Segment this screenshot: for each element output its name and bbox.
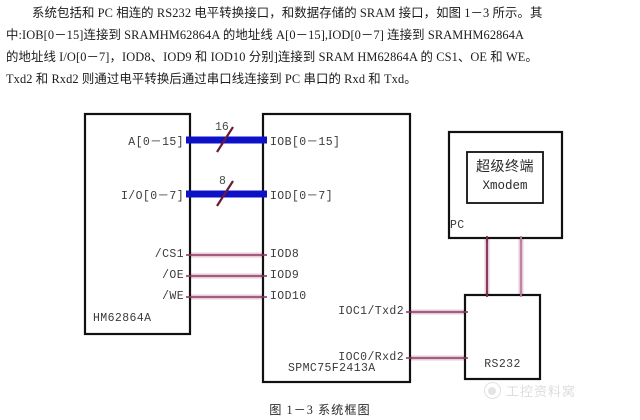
watermark-text: 工控资料窝 xyxy=(506,384,577,399)
wire-stubs xyxy=(186,136,522,359)
figure-caption: 图 1－3 系统框图 xyxy=(269,403,371,417)
paragraph-line: 系统包括和 PC 相连的 RS232 电平转换接口，和数据存储的 SRAM 接口… xyxy=(6,2,636,24)
wire-group-pc-serial xyxy=(484,238,524,295)
pin-label-sram-data: I/O[0－7] xyxy=(120,190,184,203)
terminal-protocol: Xmodem xyxy=(482,179,528,193)
bus-width-label-data: 8 xyxy=(219,175,226,188)
block-rs232 xyxy=(463,293,542,381)
watermark: 工控资料窝 xyxy=(484,381,576,400)
bus-width-label-address: 16 xyxy=(215,121,229,134)
pin-label-mcu-ioc1-txd2: IOC1/Txd2 xyxy=(338,305,404,318)
pin-label-mcu-iod: IOD[0－7] xyxy=(270,190,334,203)
paragraph-line-text: 的地址线 I/O[0－7]，IOD8、IOD9 和 IOD10 分别]连接到 S… xyxy=(6,50,538,64)
block-sram xyxy=(83,112,192,336)
pin-label-mcu-iob: IOB[0－15] xyxy=(270,136,341,149)
block-label-rs232: RS232 xyxy=(484,358,521,371)
pin-label-sram-cs1: /CS1 xyxy=(154,248,184,261)
paragraph-line-text: 中:IOB[0－15]连接到 SRAMHM62864A 的地址线 A[0－15]… xyxy=(6,28,525,42)
block-terminal xyxy=(466,151,544,204)
body-text: 系统包括和 PC 相连的 RS232 电平转换接口，和数据存储的 SRAM 接口… xyxy=(6,2,636,90)
pin-label-mcu-iod8: IOD8 xyxy=(270,248,300,261)
system-block-diagram: A[0－15] I/O[0－7] /CS1 /OE /WE HM62864A I… xyxy=(0,96,640,396)
paragraph-line-text: 系统包括和 PC 相连的 RS232 电平转换接口，和数据存储的 SRAM 接口… xyxy=(32,6,543,20)
pin-label-mcu-ioc0-rxd2: IOC0/Rxd2 xyxy=(338,351,404,364)
bus-slash-address xyxy=(216,126,234,153)
paragraph-line: 的地址线 I/O[0－7]，IOD8、IOD9 和 IOD10 分别]连接到 S… xyxy=(6,46,636,68)
diagram-canvas xyxy=(83,112,564,384)
bus-slash-data xyxy=(216,180,234,207)
paragraph-line: 中:IOB[0－15]连接到 SRAMHM62864A 的地址线 A[0－15]… xyxy=(6,24,636,46)
pin-label-mcu-iod9: IOD9 xyxy=(270,269,300,282)
block-label-pc: PC xyxy=(450,219,465,232)
pin-label-sram-oe: /OE xyxy=(162,269,184,282)
wire-group-serial xyxy=(410,309,465,361)
block-mcu xyxy=(261,112,412,384)
pin-label-sram-we: /WE xyxy=(162,290,184,303)
paragraph-line-text: Txd2 和 Rxd2 则通过电平转换后通过串口线连接到 PC 串口的 Rxd … xyxy=(6,72,417,86)
pin-label-sram-address: A[0－15] xyxy=(128,136,184,149)
wire-group-control xyxy=(190,252,263,300)
paragraph-line: Txd2 和 Rxd2 则通过电平转换后通过串口线连接到 PC 串口的 Rxd … xyxy=(6,68,636,90)
bus-address-16 xyxy=(186,126,267,153)
circle-logo-icon xyxy=(484,382,501,399)
terminal-title: 超级终端 xyxy=(476,158,534,174)
chip-name-mcu: SPMC75F2413A xyxy=(288,362,376,375)
pin-label-mcu-iod10: IOD10 xyxy=(270,290,307,303)
chip-name-sram: HM62864A xyxy=(93,312,152,325)
bus-data-8 xyxy=(186,180,267,207)
